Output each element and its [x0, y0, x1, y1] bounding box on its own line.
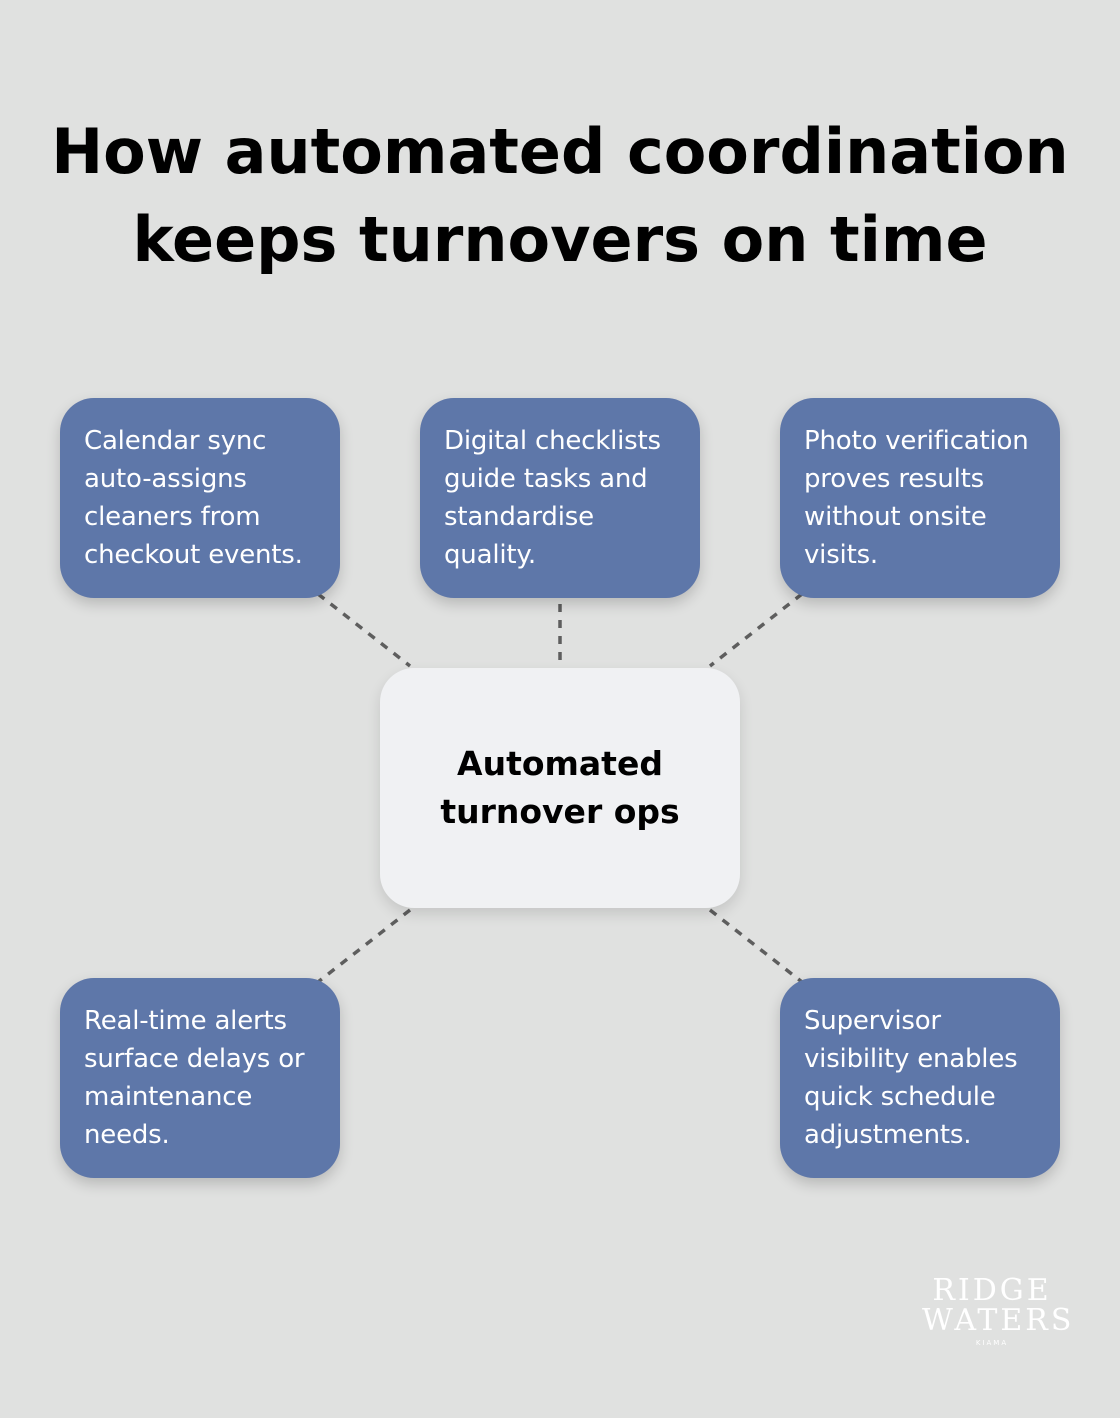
node-text: Real-time alerts surface delays or maint…	[84, 1006, 305, 1150]
node-supervisor-visibility: Supervisor visibility enables quick sche…	[780, 978, 1060, 1178]
node-text: Calendar sync auto-assigns cleaners from…	[84, 426, 303, 570]
logo-subtitle: KIAMA	[975, 1339, 1009, 1347]
connector-line	[316, 592, 412, 668]
page-title: How automated coordination keeps turnove…	[51, 115, 1069, 276]
logo-line-2: WATERS	[922, 1303, 1075, 1338]
connector-line	[708, 592, 804, 668]
node-photo-verification: Photo verification proves results withou…	[780, 398, 1060, 598]
center-node-label: Automated turnover ops	[440, 744, 680, 831]
brand-logo: RIDGE WATERS KIAMA	[922, 1273, 1075, 1350]
center-node: Automated turnover ops	[380, 668, 740, 908]
node-text: Photo verification proves results withou…	[804, 426, 1029, 570]
node-real-time-alerts: Real-time alerts surface delays or maint…	[60, 978, 340, 1178]
node-text: Supervisor visibility enables quick sche…	[804, 1006, 1018, 1150]
connector-line	[708, 908, 804, 984]
connector-line	[316, 908, 412, 984]
logo-line-1: RIDGE	[932, 1273, 1052, 1308]
node-digital-checklists: Digital checklists guide tasks and stand…	[420, 398, 700, 598]
node-calendar-sync: Calendar sync auto-assigns cleaners from…	[60, 398, 340, 598]
node-text: Digital checklists guide tasks and stand…	[444, 426, 661, 570]
